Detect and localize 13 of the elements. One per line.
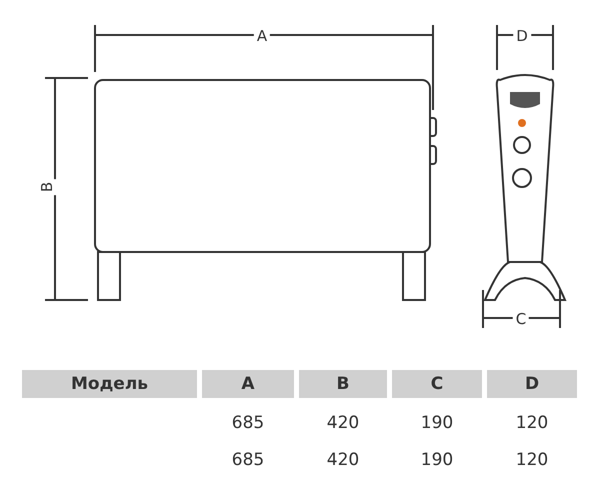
dimension-value: 190 [420,450,454,470]
dimension-value: 190 [420,413,454,433]
column-header: D [487,370,577,398]
dimension-value: 120 [516,450,548,470]
column-header: Модель [22,370,197,398]
column-header: B [299,370,387,398]
column-header: A [202,370,294,398]
dimension-value: 420 [326,450,360,470]
dimension-value: 685 [232,413,264,433]
dimension-value: 420 [326,413,360,433]
dimension-value: 685 [232,450,264,470]
dimension-value: 120 [516,413,548,433]
column-header: C [392,370,482,398]
